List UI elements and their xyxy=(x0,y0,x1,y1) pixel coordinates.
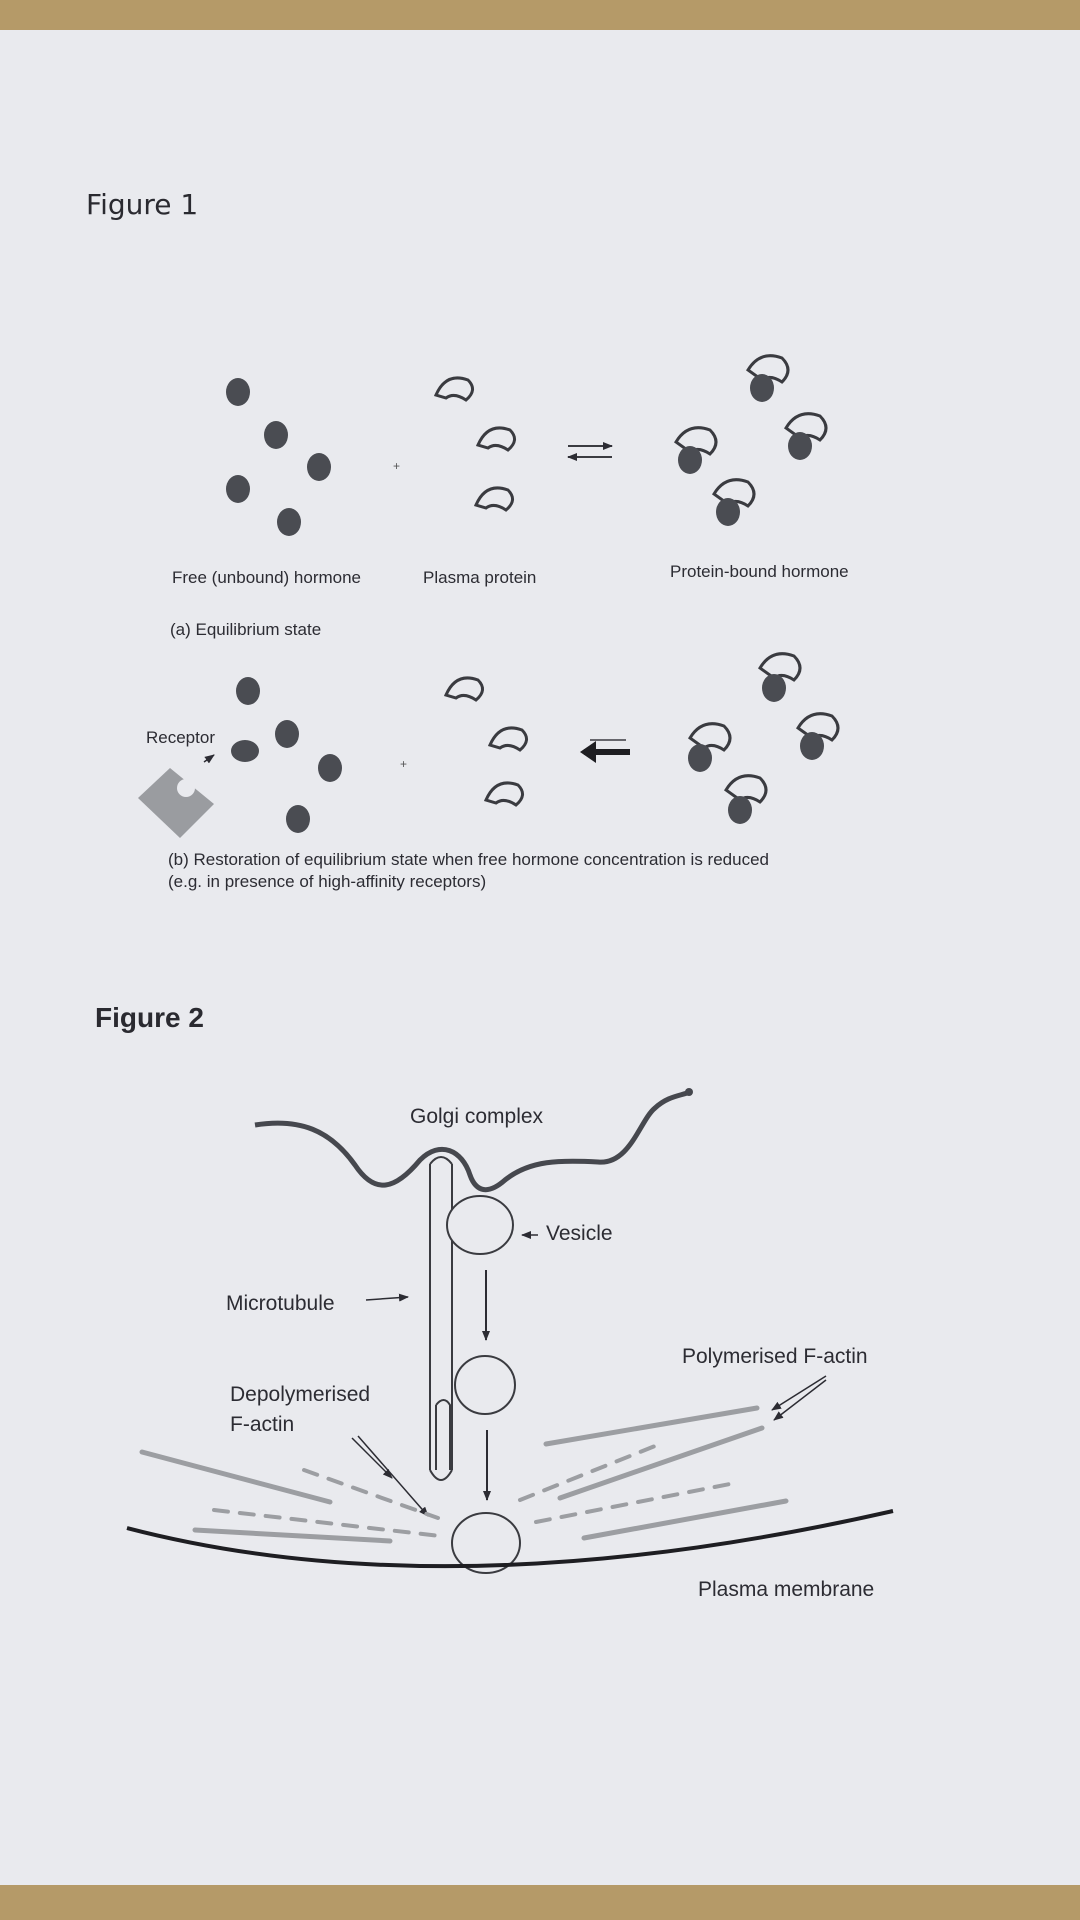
fig1b-shift-arrows xyxy=(580,739,630,763)
microtubule xyxy=(429,1156,453,1481)
hormone-molecule xyxy=(231,740,259,762)
hormone-molecule xyxy=(307,453,331,481)
plasma-protein-shape xyxy=(433,376,474,402)
fig1a-bound-complexes xyxy=(674,354,828,526)
caption-b-line1: (b) Restoration of equilibrium state whe… xyxy=(168,850,769,869)
figure1-heading: Figure 1 xyxy=(86,188,199,221)
label-plasma-membrane: Plasma membrane xyxy=(698,1578,875,1601)
label-free-hormone: Free (unbound) hormone xyxy=(172,568,362,587)
hormone-molecule xyxy=(226,475,250,503)
vesicle xyxy=(454,1355,516,1415)
paper-sheet xyxy=(0,30,1080,1885)
vesicle xyxy=(451,1512,521,1574)
plus-sign: + xyxy=(393,459,400,473)
bound-complex xyxy=(712,478,756,526)
fig1b-plasma-proteins xyxy=(443,676,528,807)
hormone-molecule xyxy=(264,421,288,449)
fig1b-bound-complexes xyxy=(688,652,840,824)
plasma-protein-shape xyxy=(473,486,514,512)
label-vesicle: Vesicle xyxy=(546,1222,613,1245)
fig1a-free-hormones xyxy=(226,378,331,536)
plasma-protein-shape xyxy=(483,781,524,807)
fig1a-plasma-proteins xyxy=(433,376,516,512)
label-polymerised-f-actin: Polymerised F-actin xyxy=(682,1345,868,1368)
plasma-membrane xyxy=(126,1509,894,1569)
bound-complex xyxy=(746,354,790,402)
fig1a-equilibrium-arrows xyxy=(567,442,613,461)
hormone-molecule xyxy=(226,378,250,406)
hormone-molecule xyxy=(286,805,310,833)
label-pointers xyxy=(351,1231,827,1517)
vesicles xyxy=(446,1195,521,1574)
label-protein-bound-hormone: Protein-bound hormone xyxy=(670,562,849,581)
bound-complex xyxy=(796,712,840,760)
figure2-heading: Figure 2 xyxy=(95,1002,204,1033)
plasma-protein-shape xyxy=(475,426,516,452)
label-plasma-protein: Plasma protein xyxy=(423,568,537,587)
hormone-molecule xyxy=(275,720,299,748)
caption-a: (a) Equilibrium state xyxy=(170,620,322,639)
label-microtubule: Microtubule xyxy=(226,1292,335,1315)
bound-complex xyxy=(688,722,732,772)
plasma-protein-shape xyxy=(487,726,528,752)
caption-b-line2: (e.g. in presence of high-affinity recep… xyxy=(168,872,487,891)
depolymerised-f-actin xyxy=(212,1442,742,1538)
label-depolymerised-line1: Depolymerised xyxy=(230,1383,371,1406)
fig1b-free-hormones xyxy=(231,677,342,833)
bound-complex xyxy=(724,774,768,824)
bound-complex xyxy=(758,652,802,702)
receptor-shape xyxy=(138,754,215,838)
label-receptor: Receptor xyxy=(146,728,215,747)
transport-arrows xyxy=(482,1270,491,1501)
label-golgi-complex: Golgi complex xyxy=(410,1105,544,1128)
plus-sign: + xyxy=(400,757,407,771)
bound-complex xyxy=(784,412,828,460)
hormone-molecule xyxy=(277,508,301,536)
bound-complex xyxy=(674,426,718,474)
hormone-molecule xyxy=(236,677,260,705)
plasma-protein-shape xyxy=(443,676,484,702)
polymerised-f-actin xyxy=(139,1405,789,1544)
vesicle xyxy=(446,1195,514,1255)
hormone-molecule xyxy=(318,754,342,782)
label-depolymerised-line2: F-actin xyxy=(230,1413,295,1436)
golgi-complex-membrane xyxy=(254,1089,691,1192)
